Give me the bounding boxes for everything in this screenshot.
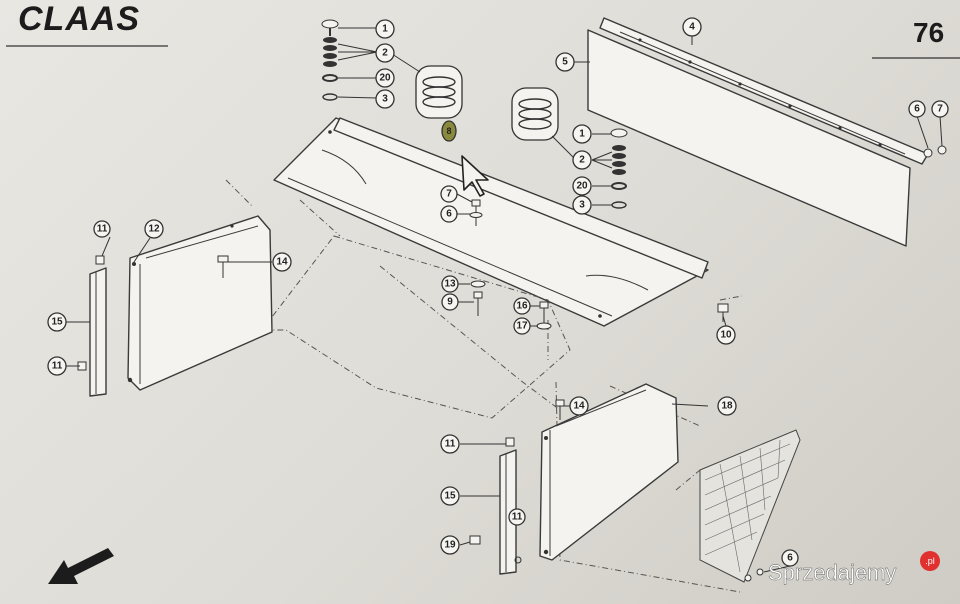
svg-text:19: 19 xyxy=(444,540,456,551)
svg-text:16: 16 xyxy=(516,301,528,312)
rear-panel xyxy=(587,17,929,247)
right-side-panel xyxy=(539,383,679,561)
leader-lines xyxy=(66,27,943,573)
svg-text:Sprzedajemy: Sprzedajemy xyxy=(768,560,896,585)
svg-text:9: 9 xyxy=(447,297,453,308)
svg-text:11: 11 xyxy=(52,361,63,372)
callout-18: 18 xyxy=(717,396,737,416)
svg-text:15: 15 xyxy=(444,491,456,502)
callout-1: 1 xyxy=(572,124,592,144)
callout-6: 6 xyxy=(908,100,926,118)
callout-9: 9 xyxy=(441,293,459,311)
svg-text:14: 14 xyxy=(276,257,288,268)
callout-labels: 1 2 20 3 4 5 6 7 1 2 20 3 8 7 6 11 12 14… xyxy=(47,17,949,567)
direction-arrow-icon xyxy=(48,548,114,584)
callout-14: 14 xyxy=(569,396,589,416)
page-number: 76 xyxy=(872,17,960,59)
svg-text:12: 12 xyxy=(148,224,160,235)
svg-text:2: 2 xyxy=(579,155,585,166)
svg-text:20: 20 xyxy=(379,73,391,84)
callout-20: 20 xyxy=(375,68,395,88)
svg-text:8: 8 xyxy=(446,126,451,136)
left-side-panel xyxy=(127,215,273,391)
callout-1: 1 xyxy=(375,19,395,39)
svg-text:6: 6 xyxy=(914,104,920,115)
spring-detail-loupe-left xyxy=(391,53,463,119)
svg-text:20: 20 xyxy=(576,181,588,192)
svg-text:6: 6 xyxy=(787,553,793,564)
svg-text:1: 1 xyxy=(382,24,388,35)
spring-stack-right xyxy=(610,128,628,209)
svg-text:13: 13 xyxy=(444,279,456,290)
callout-2: 2 xyxy=(572,150,592,170)
callout-7: 7 xyxy=(931,100,949,118)
bolts-and-washers xyxy=(217,145,947,582)
callout-17: 17 xyxy=(513,317,531,335)
callout-19: 19 xyxy=(440,535,460,555)
spring-stack-left xyxy=(321,19,339,101)
callout-10: 10 xyxy=(716,325,736,345)
claas-logo: CLAAS xyxy=(6,0,168,47)
svg-text:3: 3 xyxy=(579,200,585,211)
svg-text:18: 18 xyxy=(721,401,733,412)
svg-text:3: 3 xyxy=(382,94,388,105)
callout-6: 6 xyxy=(781,549,799,567)
callout-11: 11 xyxy=(47,356,67,376)
svg-text:14: 14 xyxy=(573,401,585,412)
callout-2: 2 xyxy=(375,43,395,63)
callout-14: 14 xyxy=(272,252,292,272)
callout-11: 11 xyxy=(508,508,526,526)
callout-7: 7 xyxy=(440,185,458,203)
top-cover-plate xyxy=(273,117,709,327)
left-upright xyxy=(77,255,107,397)
callout-15: 15 xyxy=(440,486,460,506)
callout-15: 15 xyxy=(47,312,67,332)
svg-text:7: 7 xyxy=(937,104,943,115)
callout-3: 3 xyxy=(375,89,395,109)
svg-text:6: 6 xyxy=(446,209,452,220)
callout-11: 11 xyxy=(93,220,111,238)
svg-text:7: 7 xyxy=(446,189,452,200)
pointer-arrow-icon xyxy=(461,155,489,197)
svg-text:5: 5 xyxy=(562,57,568,68)
svg-text:2: 2 xyxy=(382,48,388,59)
callout-3: 3 xyxy=(572,195,592,215)
callout-5: 5 xyxy=(555,52,575,72)
svg-text:11: 11 xyxy=(512,512,523,523)
right-upright xyxy=(499,437,522,575)
svg-text:11: 11 xyxy=(445,439,456,450)
callout-4: 4 xyxy=(682,17,702,37)
callout-12: 12 xyxy=(144,219,164,239)
callout-6: 6 xyxy=(440,205,458,223)
callout-11: 11 xyxy=(440,434,460,454)
svg-text:4: 4 xyxy=(689,22,695,33)
svg-text:17: 17 xyxy=(516,321,528,332)
svg-text:CLAAS: CLAAS xyxy=(18,0,140,38)
callout-16: 16 xyxy=(513,297,531,315)
callout-20: 20 xyxy=(572,176,592,196)
svg-text:1: 1 xyxy=(579,129,585,140)
mesh-screen xyxy=(675,429,801,583)
svg-text:15: 15 xyxy=(51,317,63,328)
svg-text:10: 10 xyxy=(720,330,732,341)
sprzedajemy-watermark: Sprzedajemy .pl xyxy=(768,551,940,585)
part-8-highlight xyxy=(441,120,457,142)
callout-13: 13 xyxy=(441,275,459,293)
svg-text:11: 11 xyxy=(97,224,108,235)
callout-8: 8 xyxy=(446,126,451,136)
svg-text:76: 76 xyxy=(913,17,944,48)
spring-detail-loupe-right xyxy=(511,87,575,159)
svg-text:.pl: .pl xyxy=(925,556,935,566)
